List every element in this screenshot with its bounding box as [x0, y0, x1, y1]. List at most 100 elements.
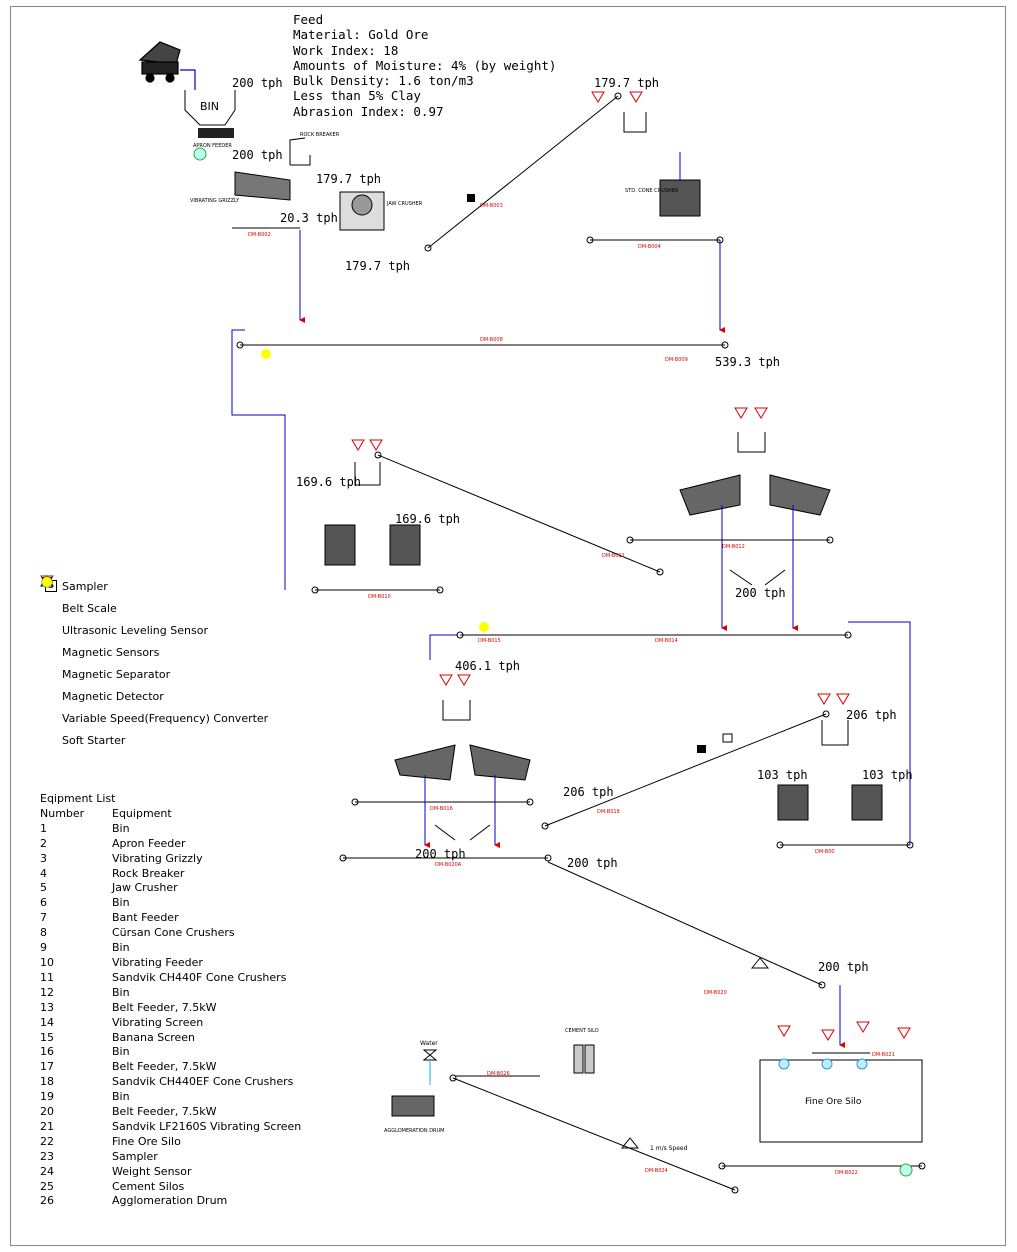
feed-title: Feed — [293, 12, 324, 27]
equipment-number: 12 — [40, 985, 54, 999]
equipment-row: 26 Agglomeration Drum — [40, 1194, 400, 1209]
svg-text:DM-B015: DM-B015 — [478, 638, 501, 644]
svg-text:DM-B011: DM-B011 — [602, 553, 625, 559]
fine-ore-silo: DM-B021 Fine Ore Silo — [759, 1021, 923, 1143]
flow-rate: 20.3 tph — [280, 211, 338, 225]
jaw-crusher: JAW CRUSHER — [339, 191, 423, 231]
equipment-number: 19 — [40, 1090, 54, 1104]
vsc-icon — [899, 1163, 913, 1177]
flow-rate: 206 tph — [563, 785, 614, 799]
equipment-name: Apron Feeder — [112, 836, 186, 850]
legend-row: Ultrasonic Leveling Sensor — [40, 575, 340, 641]
legend-row: Magnetic Detector — [40, 577, 340, 707]
bin-1: BIN — [184, 90, 236, 126]
legend-row: Soft Starter — [40, 577, 340, 751]
svg-text:CEMENT SILO: CEMENT SILO — [565, 1028, 599, 1034]
equipment-row: 11 Sandvik CH440F Cone Crushers — [40, 971, 400, 986]
equipment-list-title: Eqipment List — [40, 792, 116, 805]
flow-rate: 539.3 tph — [715, 355, 780, 369]
equipment-row: 12 Bin — [40, 986, 400, 1001]
equipment-number: 26 — [40, 1194, 54, 1208]
svg-text:DM-B020A: DM-B020A — [435, 862, 462, 868]
svg-text:Fine Ore Silo: Fine Ore Silo — [805, 1097, 862, 1107]
equipment-number: 11 — [40, 970, 54, 984]
water-label: Water — [420, 1040, 438, 1047]
magnetic-separator-icon — [697, 745, 706, 753]
equipment-header: Number Equipment — [40, 806, 172, 820]
feed-line: Bulk Density: 1.6 ton/m3 — [293, 73, 474, 89]
equipment-name: Bant Feeder — [112, 911, 179, 925]
feed-specification: Feed Material: Gold Ore Work Index: 18 A… — [293, 12, 556, 119]
equipment-name: Bin — [112, 1090, 130, 1104]
svg-text:JAW CRUSHER: JAW CRUSHER — [386, 201, 423, 207]
svg-text:AGGLOMERATION DRUM: AGGLOMERATION DRUM — [384, 1128, 445, 1134]
soft-starter-icon — [261, 349, 271, 359]
svg-text:DM-B004: DM-B004 — [638, 244, 661, 250]
equipment-row: 23 Sampler — [40, 1150, 400, 1165]
equipment-name: Bin — [112, 985, 130, 999]
equipment-row: 18 Sandvik CH440EF Cone Crushers — [40, 1075, 400, 1090]
flow-rate: 200 tph — [735, 586, 786, 600]
equipment-number: 4 — [40, 866, 47, 880]
flow-rate: 179.7 tph — [316, 172, 381, 186]
equipment-number: 18 — [40, 1075, 54, 1089]
svg-text:DM-B026: DM-B026 — [487, 1071, 510, 1077]
cement-silo: CEMENT SILO — [565, 1028, 599, 1074]
equipment-name: Fine Ore Silo — [112, 1134, 181, 1148]
flow-rate: 103 tph — [757, 768, 808, 782]
equipment-name: Rock Breaker — [112, 866, 185, 880]
svg-text:DM-B010: DM-B010 — [368, 594, 391, 600]
equipment-number: 1 — [40, 821, 47, 835]
equipment-name: Agglomeration Drum — [112, 1194, 228, 1208]
svg-text:DM-B00: DM-B00 — [815, 849, 835, 855]
svg-text:VIBRATING GRIZZLY: VIBRATING GRIZZLY — [190, 198, 240, 204]
dump-truck-icon — [138, 41, 181, 83]
apron-feeder: APRON FEEDER — [193, 128, 234, 161]
equipment-name: Sandvik CH440EF Cone Crushers — [112, 1075, 294, 1089]
equipment-name: Bin — [112, 896, 130, 910]
equipment-number: 20 — [40, 1105, 54, 1119]
svg-text:DM-B022: DM-B022 — [835, 1170, 858, 1176]
equipment-name: Vibrating Feeder — [112, 955, 203, 969]
legend-row: Belt Scale — [40, 575, 340, 619]
flow-rate: 103 tph — [862, 768, 913, 782]
equipment-number: 23 — [40, 1149, 54, 1163]
flow-rate: 200 tph — [232, 76, 283, 90]
equipment-row: 2 Apron Feeder — [40, 837, 400, 852]
feed-line: Work Index: 18 — [293, 42, 399, 58]
svg-text:STD. CONE CRUSHER: STD. CONE CRUSHER — [625, 188, 679, 194]
legend-row: Magnetic Sensors — [40, 576, 340, 663]
flow-rate: 406.1 tph — [455, 659, 520, 673]
equipment-name: Sandvik CH440F Cone Crushers — [112, 970, 287, 984]
equipment-name: Weight Sensor — [112, 1164, 192, 1178]
equipment-number: 2 — [40, 836, 47, 850]
equipment-name: Belt Feeder, 7.5kW — [112, 1000, 217, 1014]
vibrating-grizzly: VIBRATING GRIZZLY — [190, 171, 291, 204]
equipment-number: 3 — [40, 851, 47, 865]
svg-text:DM-B020: DM-B020 — [704, 990, 727, 996]
equipment-name: Sampler — [112, 1149, 158, 1163]
equipment-name: Banana Screen — [112, 1030, 196, 1044]
equipment-number: 16 — [40, 1045, 54, 1059]
feed-line: Amounts of Moisture: 4% (by weight) — [293, 57, 557, 73]
equipment-row: 19 Bin — [40, 1090, 400, 1105]
equipment-name: Belt Feeder, 7.5kW — [112, 1060, 217, 1074]
legend-row: Magnetic Separator — [40, 577, 340, 685]
equipment-number: 5 — [40, 881, 47, 895]
svg-text:1 m/s Speed: 1 m/s Speed — [650, 1145, 688, 1152]
belt-scale-icon — [750, 957, 770, 969]
equipment-name: Vibrating Screen — [112, 1015, 204, 1029]
equipment-name: Cürsan Cone Crushers — [112, 926, 235, 940]
